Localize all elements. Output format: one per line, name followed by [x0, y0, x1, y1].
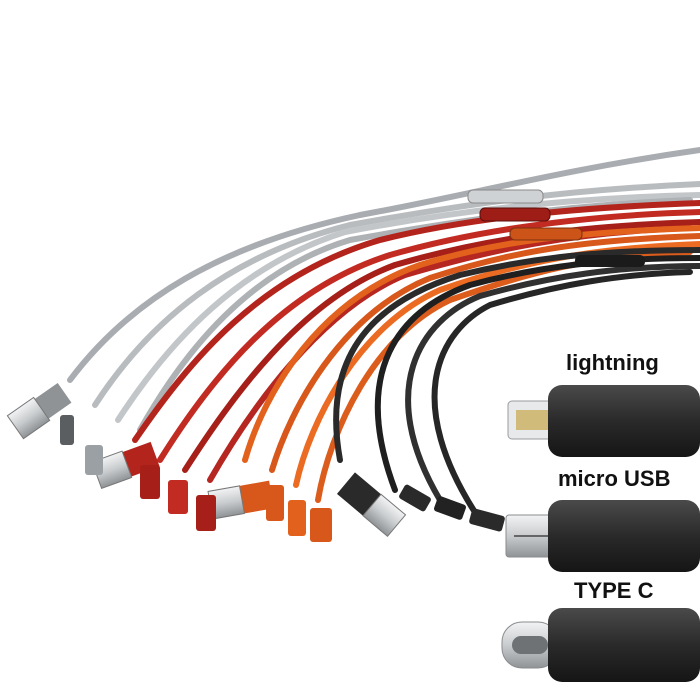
usb-a-black [336, 472, 407, 537]
lightning-head-silver [85, 445, 103, 475]
lightning-closeup [507, 385, 700, 457]
lightning-label: lightning [566, 350, 659, 375]
lightning-head-red [168, 480, 188, 514]
typec-head-orange [310, 508, 332, 542]
typec-head-red [196, 495, 216, 531]
cable-bundle [67, 147, 700, 523]
type-c-closeup [501, 608, 700, 682]
typec-head-black [469, 508, 505, 532]
red-splitter [479, 207, 551, 222]
black-splitter [575, 255, 645, 267]
black-cables [333, 247, 700, 523]
micro-head-silver [60, 415, 74, 445]
micro-head-red [140, 465, 160, 499]
micro-head-black [399, 484, 431, 512]
lightning-head-orange [288, 500, 306, 536]
lightning-head-black [434, 496, 466, 520]
orange-splitter [509, 227, 583, 241]
connector-heads [6, 382, 505, 542]
micro-head-orange [266, 485, 284, 521]
usb-a-orange [207, 480, 274, 520]
micro-usb-closeup [505, 500, 700, 572]
micro-usb-label: micro USB [558, 466, 671, 491]
type-c-label: TYPE C [574, 578, 654, 603]
silver-splitter [467, 189, 544, 204]
usb-a-silver [6, 382, 72, 440]
